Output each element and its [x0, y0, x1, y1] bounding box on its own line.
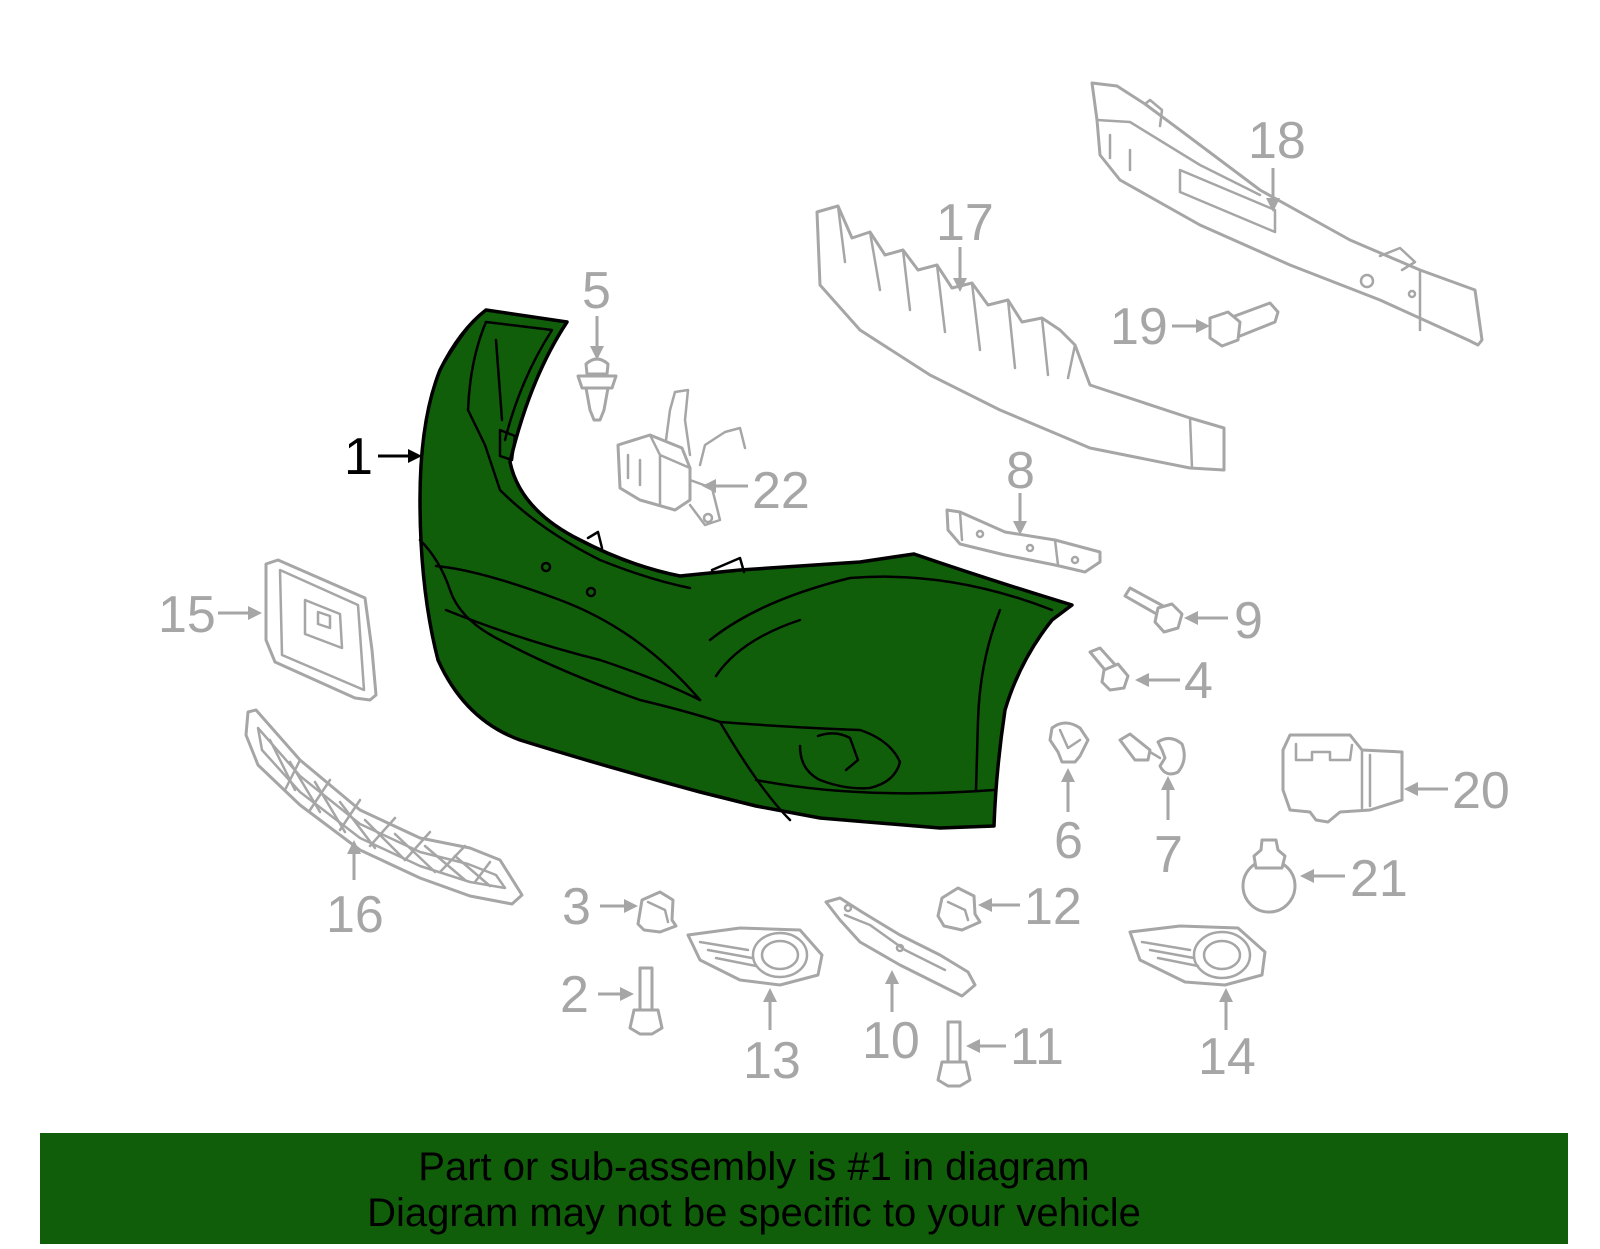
part-13-fog-lamp-bezel-left[interactable] [686, 926, 824, 987]
part-1-bumper-cover[interactable] [418, 308, 1074, 830]
callout-4: 4 [1184, 652, 1213, 710]
part-19-bolt[interactable] [1208, 301, 1280, 348]
part-17-energy-absorber[interactable] [815, 204, 1226, 472]
callout-8: 8 [1006, 442, 1035, 500]
callout-12: 12 [1024, 878, 1082, 936]
callout-14: 14 [1198, 1028, 1256, 1086]
info-banner: Part or sub-assembly is #1 in diagram Di… [40, 1133, 1568, 1244]
callout-11: 11 [1010, 1018, 1064, 1076]
part-5-push-clip[interactable] [576, 357, 618, 422]
part-8-bracket[interactable] [945, 508, 1102, 574]
part-20-module-bracket[interactable] [1281, 733, 1404, 824]
callout-19: 19 [1110, 298, 1168, 356]
part-9-bolt[interactable] [1123, 586, 1184, 634]
banner-line-part-highlight: Part or sub-assembly is #1 in diagram [418, 1145, 1090, 1189]
callout-22: 22 [752, 462, 810, 520]
part-4-screw-grommet[interactable] [1088, 646, 1130, 692]
callout-7: 7 [1154, 826, 1183, 884]
callout-17: 17 [936, 194, 994, 252]
callout-16: 16 [326, 886, 384, 944]
part-6-clip[interactable] [1048, 721, 1090, 764]
callout-10: 10 [862, 1012, 920, 1070]
part-21-sensor[interactable] [1241, 838, 1297, 914]
callout-9: 9 [1234, 592, 1263, 650]
callout-18: 18 [1248, 112, 1306, 170]
callout-3: 3 [562, 878, 591, 936]
callout-15: 15 [158, 586, 216, 644]
part-15-license-plate-bracket[interactable] [264, 558, 378, 702]
part-22-sensor-module[interactable] [616, 388, 747, 527]
callout-13: 13 [743, 1032, 801, 1090]
part-7-wire-clip[interactable] [1118, 732, 1186, 776]
banner-line-disclaimer: Diagram may not be specific to your vehi… [367, 1191, 1141, 1235]
callout-2: 2 [560, 966, 589, 1024]
callout-6: 6 [1054, 812, 1083, 870]
callout-5: 5 [582, 262, 611, 320]
part-18-reinforcement-beam[interactable] [1090, 81, 1484, 347]
part-2-bolt[interactable] [628, 966, 664, 1036]
part-10-lower-bracket[interactable] [824, 896, 977, 998]
callout-21: 21 [1350, 850, 1408, 908]
part-11-bolt[interactable] [936, 1020, 972, 1088]
callout-1: 1 [344, 428, 373, 486]
part-14-fog-lamp-bezel-right[interactable] [1128, 924, 1267, 987]
part-3-nut-clip[interactable] [636, 890, 678, 934]
part-16-lower-grille[interactable] [244, 708, 524, 906]
part-12-nut-clip[interactable] [936, 886, 982, 932]
callout-20: 20 [1452, 762, 1510, 820]
